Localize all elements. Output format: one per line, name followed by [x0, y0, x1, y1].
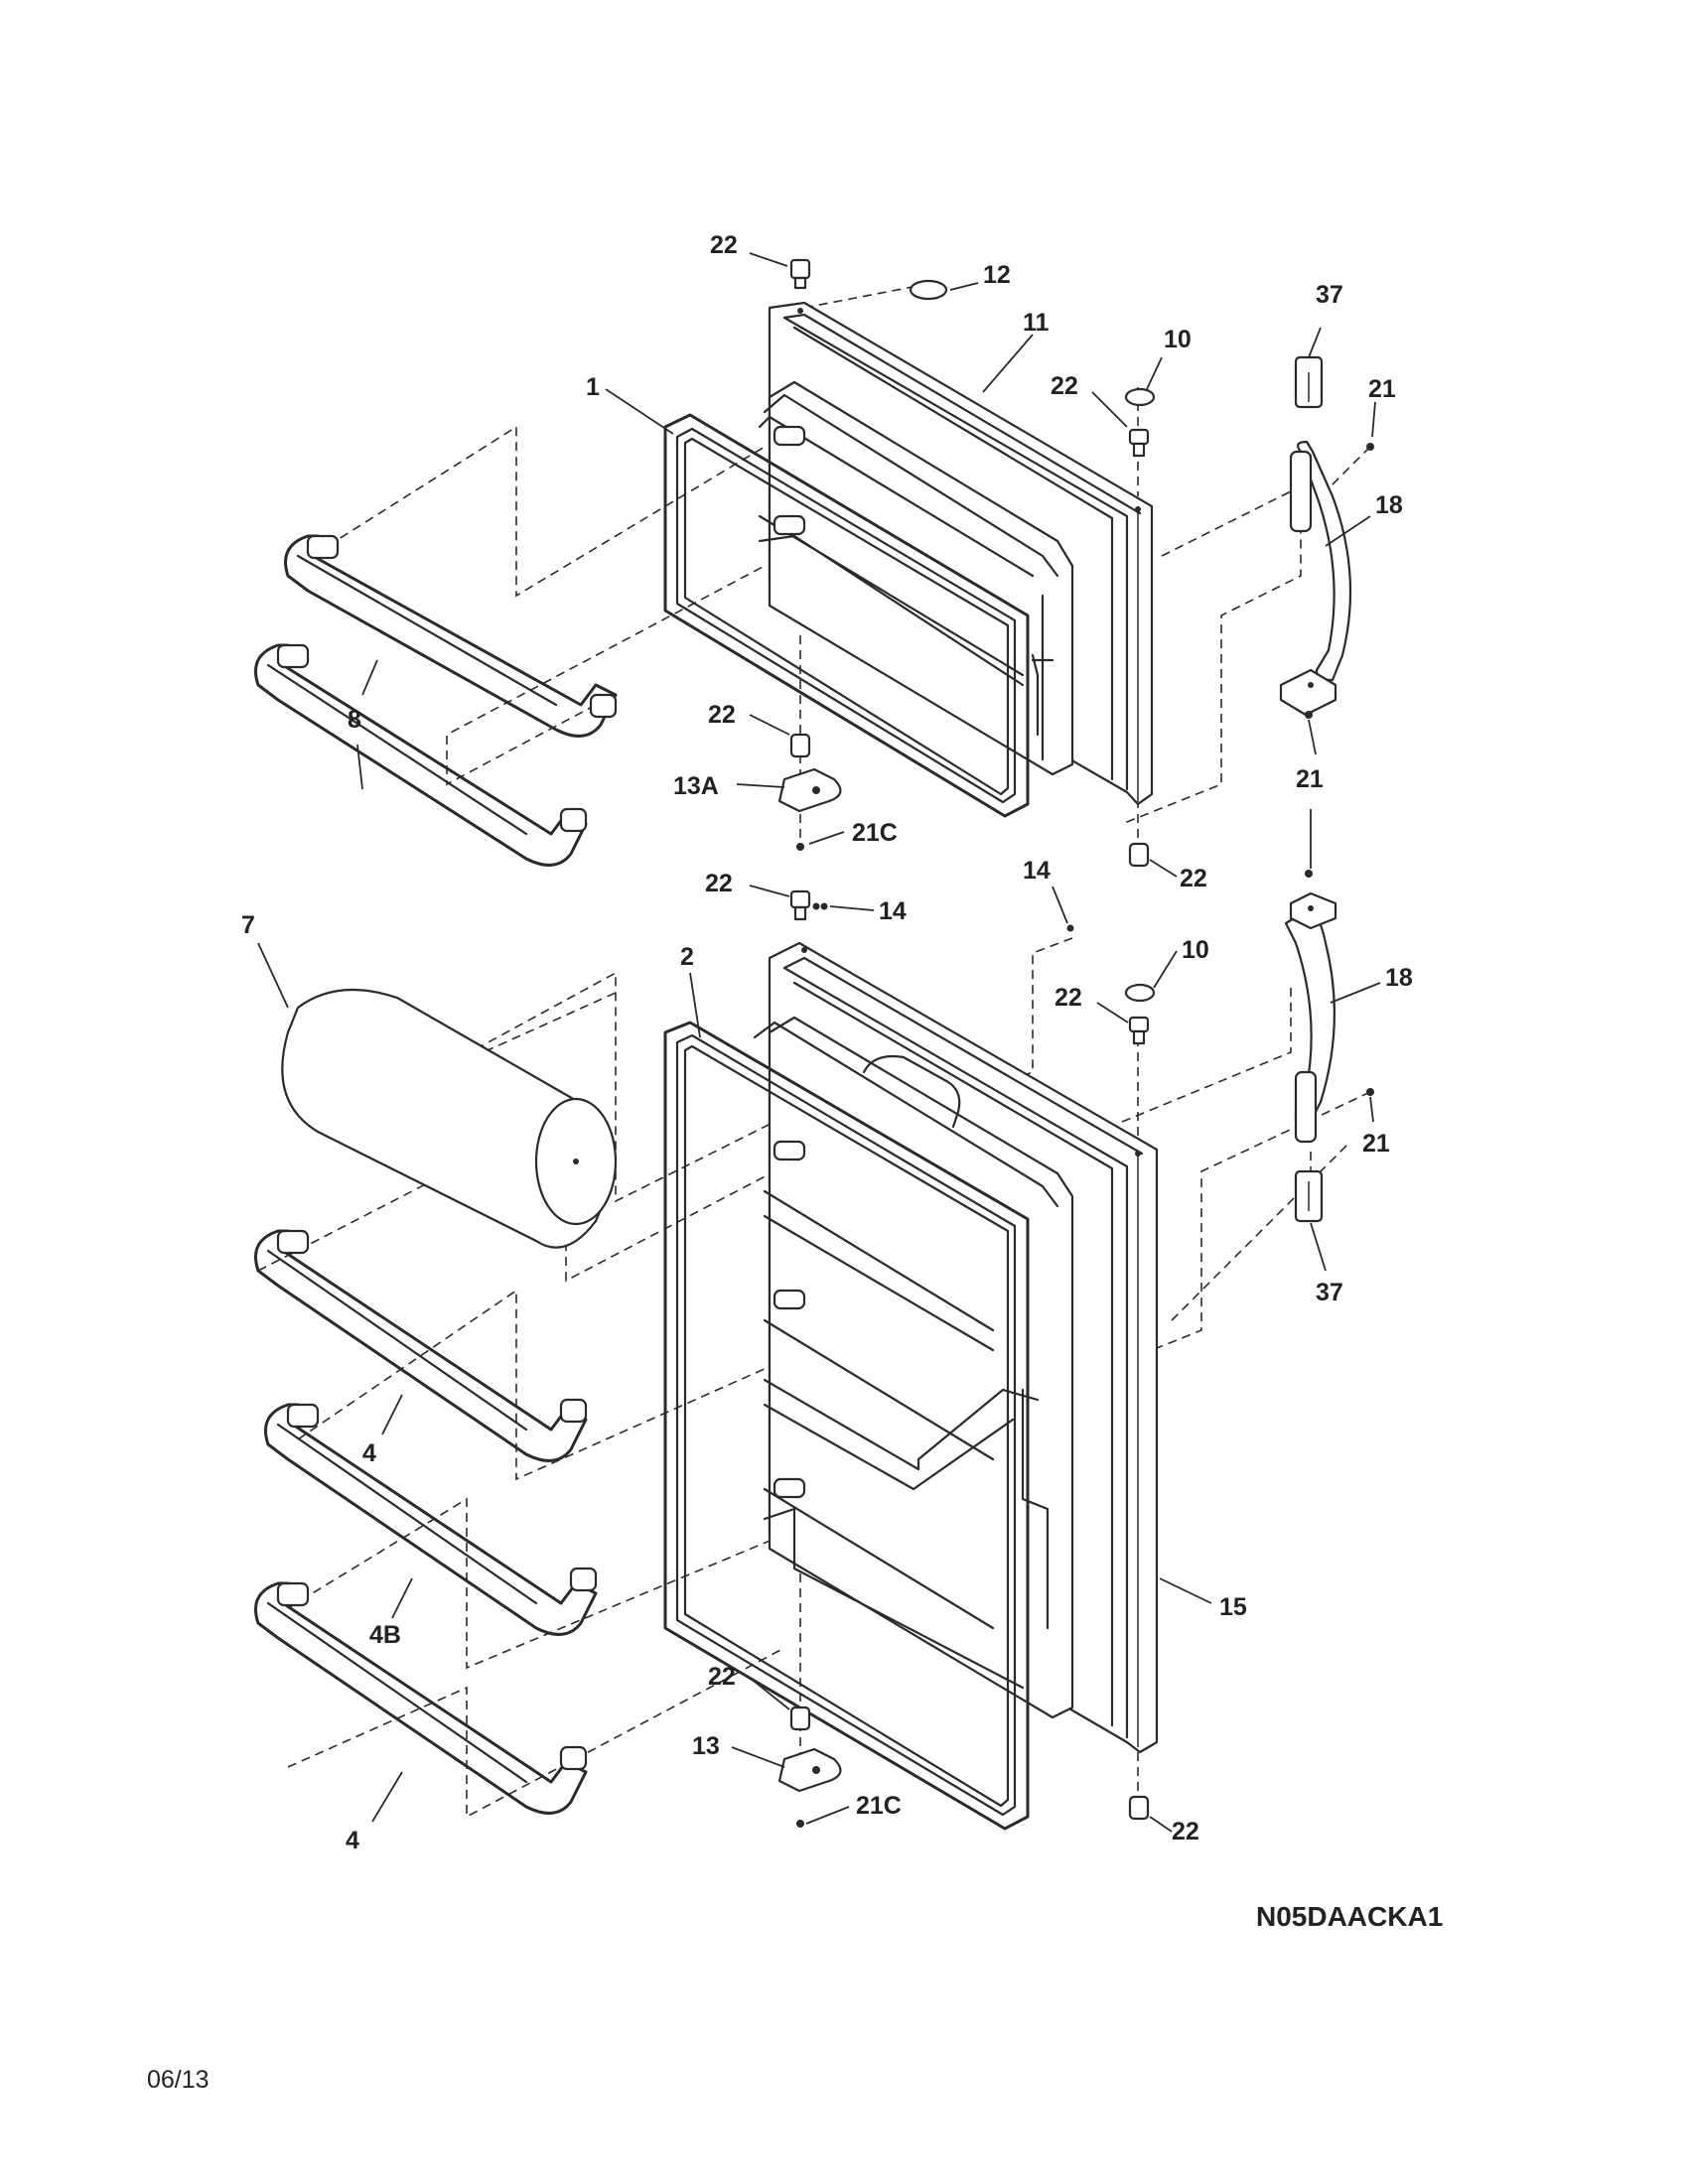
callout-21: 21 — [1362, 1130, 1390, 1158]
callout-2: 2 — [680, 943, 694, 971]
callout-22: 22 — [705, 870, 733, 897]
ice-bucket — [281, 988, 618, 1249]
revision-date: 06/13 — [147, 2066, 210, 2094]
callout-22: 22 — [708, 1663, 736, 1691]
callout-22: 22 — [1180, 865, 1207, 892]
hinge-pin-lower-top — [789, 889, 811, 921]
fresh-food-shelf-4-lower — [254, 1581, 588, 1815]
upper-handle-cap — [1294, 355, 1324, 409]
leader-lines — [257, 252, 1381, 1833]
callout-22: 22 — [1051, 372, 1078, 400]
callout-12: 12 — [983, 261, 1011, 289]
callout-4: 4 — [362, 1439, 376, 1467]
plug-button-12 — [909, 279, 948, 301]
lower-handle — [1284, 891, 1337, 1144]
hinge-pin-freezer-left — [789, 733, 811, 758]
hinge-pin-lower-left — [789, 1706, 811, 1731]
callout-4: 4 — [346, 1827, 359, 1854]
plug-button-10-upper — [1124, 387, 1156, 407]
callout-13a: 13A — [673, 772, 719, 800]
hinge-pin-freezer-right — [1128, 428, 1150, 458]
callout-21c: 21C — [856, 1792, 902, 1820]
callout-13: 13 — [692, 1732, 720, 1760]
callout-11: 11 — [1023, 309, 1050, 337]
callout-10: 10 — [1182, 936, 1209, 964]
callout-21: 21 — [1368, 375, 1396, 403]
freezer-door-gasket — [663, 413, 1030, 818]
hinge-pin-top — [789, 258, 811, 290]
hinge-bracket-13 — [777, 1747, 842, 1793]
fresh-food-shelf-4-upper — [254, 1229, 588, 1462]
callout-4b: 4B — [369, 1621, 401, 1649]
callout-37: 37 — [1316, 281, 1343, 309]
freezer-shelf-upper — [284, 534, 618, 738]
callout-14: 14 — [1023, 857, 1051, 885]
hinge-pin-lower-bottom — [1128, 1795, 1150, 1821]
callout-labels: 22 12 11 10 22 37 21 1 18 8 22 13A 21C 2… — [241, 231, 1413, 1854]
callout-21c: 21C — [852, 819, 898, 847]
screws — [796, 443, 1374, 1828]
callout-18: 18 — [1375, 491, 1403, 519]
drawing-code: N05DAACKA1 — [1256, 1901, 1443, 1932]
callout-1: 1 — [586, 373, 600, 401]
callout-22: 22 — [708, 701, 736, 729]
hinge-pin-freezer-bottom — [1128, 842, 1150, 868]
alignment-lines — [257, 282, 1371, 1819]
upper-handle — [1279, 440, 1352, 717]
callout-14: 14 — [879, 897, 907, 925]
plug-button-10-lower — [1124, 983, 1156, 1003]
callout-21: 21 — [1296, 765, 1324, 793]
callout-22: 22 — [1055, 984, 1082, 1012]
fresh-food-shelf-4b — [264, 1403, 598, 1636]
callout-22: 22 — [710, 231, 738, 259]
callout-15: 15 — [1219, 1593, 1247, 1621]
freezer-door-inner-liner — [758, 380, 1074, 776]
callout-22: 22 — [1172, 1818, 1199, 1845]
hinge-pin-lower-right — [1128, 1016, 1150, 1045]
callout-7: 7 — [241, 911, 255, 939]
hinge-bracket-13a — [777, 767, 842, 813]
callout-18: 18 — [1385, 964, 1413, 992]
callout-10: 10 — [1164, 326, 1192, 353]
callout-37: 37 — [1316, 1279, 1343, 1306]
callout-8: 8 — [348, 706, 361, 734]
lower-handle-cap — [1294, 1169, 1324, 1223]
freezer-shelf-lower — [254, 643, 588, 867]
fresh-food-door-gasket — [663, 1021, 1030, 1831]
